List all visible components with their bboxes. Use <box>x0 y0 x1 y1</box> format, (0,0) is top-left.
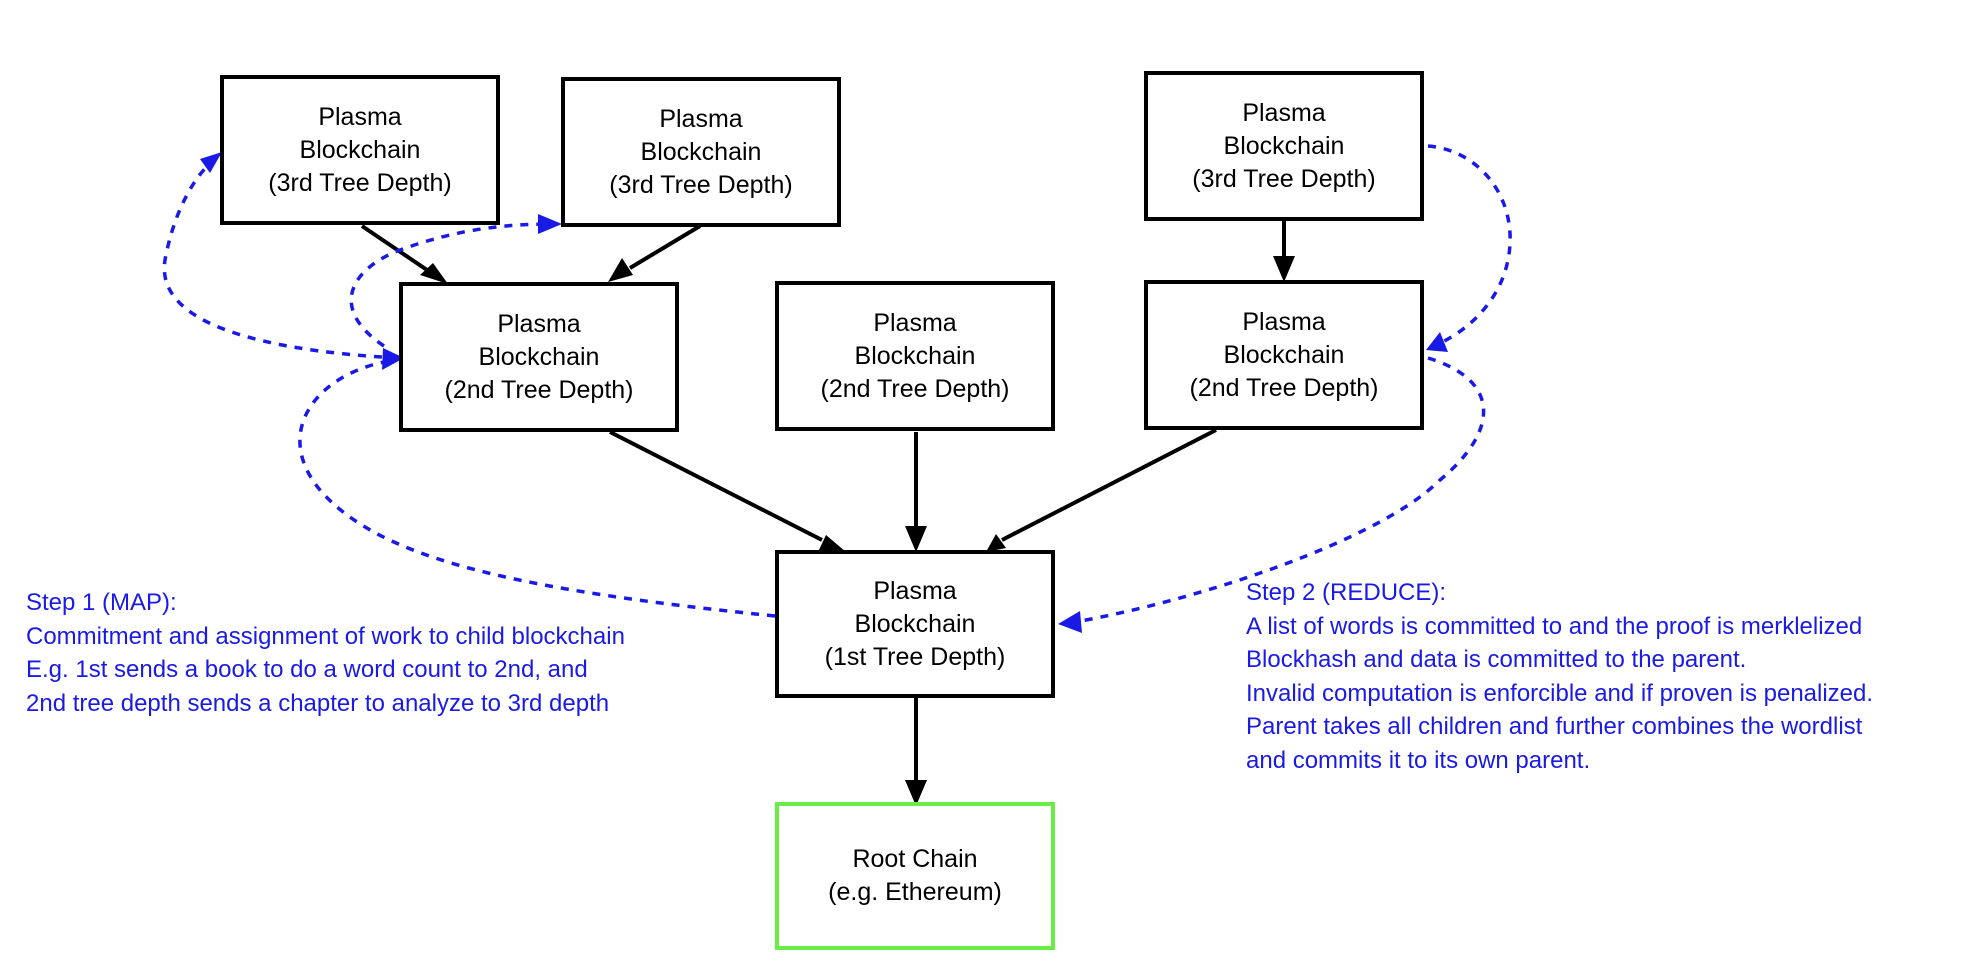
arrowhead-d1 <box>1058 611 1082 633</box>
reduce-d2right-to-d1 <box>1074 356 1486 624</box>
node-label-line2: Blockchain <box>1223 340 1345 369</box>
node-label-line3: (2nd Tree Depth) <box>1189 373 1379 402</box>
node-label-line2: Blockchain <box>1223 131 1345 160</box>
node-label-line1: Plasma <box>1242 307 1326 336</box>
node-label-line3: (3rd Tree Depth) <box>609 170 793 199</box>
arrowhead-d2left-top <box>420 263 448 284</box>
node-plasma-3rd-depth-right: Plasma Blockchain (3rd Tree Depth) <box>1144 71 1424 221</box>
arrowhead-d2left <box>382 348 404 370</box>
node-label-line3: (1st Tree Depth) <box>824 642 1006 671</box>
dashed-edges <box>162 144 1512 624</box>
step2-line: Parent takes all children and further co… <box>1246 713 1863 740</box>
arrowhead-d2left-top-right <box>608 258 633 282</box>
node-label-line1: Root Chain <box>852 845 978 873</box>
map-d2left-to-d3left <box>162 158 399 360</box>
arrowhead-d3middle <box>538 214 562 234</box>
step1-annotation: Step 1 (MAP): Commitment and assignment … <box>26 586 625 720</box>
node-label-line2: Blockchain <box>478 342 600 371</box>
node-plasma-1st-depth: Plasma Blockchain (1st Tree Depth) <box>775 550 1055 698</box>
step2-line: and commits it to its own parent. <box>1246 746 1591 774</box>
map-d2left-to-d3middle <box>349 222 553 348</box>
node-label-line2: Blockchain <box>854 609 976 638</box>
step2-line: A list of words is committed to and the … <box>1246 612 1863 640</box>
node-label-line2: Blockchain <box>299 135 421 164</box>
node-label-line1: Plasma <box>1242 98 1326 127</box>
node-label-line3: (2nd Tree Depth) <box>820 374 1010 403</box>
node-plasma-3rd-depth-left: Plasma Blockchain (3rd Tree Depth) <box>220 75 500 225</box>
step1-line: 2nd tree depth sends a chapter to analyz… <box>26 689 610 717</box>
node-label-line2: Blockchain <box>854 341 976 370</box>
node-plasma-3rd-depth-middle: Plasma Blockchain (3rd Tree Depth) <box>561 77 841 227</box>
edge-d2left-to-d1 <box>609 430 823 542</box>
arrowhead-d2right <box>1426 332 1448 352</box>
edge-d2right-to-d1 <box>1001 428 1217 542</box>
arrowhead-d1-right <box>986 534 1006 552</box>
arrowhead-d2right-top <box>1273 256 1295 282</box>
node-label-line1: Plasma <box>873 576 957 605</box>
arrowhead-d3left <box>200 152 222 173</box>
step1-line: E.g. 1st sends a book to do a word count… <box>26 656 588 683</box>
node-label-line3: (2nd Tree Depth) <box>444 375 634 404</box>
node-plasma-2nd-depth-right: Plasma Blockchain (2nd Tree Depth) <box>1144 280 1424 430</box>
dashed-arrowheads <box>200 152 1448 633</box>
reduce-d3right-to-d2right <box>1427 144 1512 347</box>
node-label-line1: Plasma <box>873 308 957 337</box>
step1-line: Commitment and assignment of work to chi… <box>26 622 625 650</box>
node-plasma-2nd-depth-middle: Plasma Blockchain (2nd Tree Depth) <box>775 281 1055 431</box>
node-label-line1: Plasma <box>497 309 581 338</box>
node-plasma-2nd-depth-left: Plasma Blockchain (2nd Tree Depth) <box>399 282 679 432</box>
edge-d3middle-to-d2left <box>628 224 702 270</box>
solid-arrowheads <box>420 256 1295 806</box>
step2-title: Step 2 (REDUCE): <box>1246 579 1447 606</box>
arrowhead-d1-middle <box>905 526 927 552</box>
node-label-line1: Plasma <box>659 104 743 133</box>
solid-edges <box>360 220 1286 786</box>
arrowhead-root <box>905 780 927 806</box>
edge-d3left-to-d2left <box>360 224 432 274</box>
step2-line: Invalid computation is enforcible and if… <box>1246 679 1874 707</box>
map-d1-to-d2left <box>298 358 776 618</box>
node-label-line3: (3rd Tree Depth) <box>268 168 452 197</box>
node-label-line2: Blockchain <box>640 137 762 166</box>
step2-line: Blockhash and data is committed to the p… <box>1246 646 1747 673</box>
node-label-line2: (e.g. Ethereum) <box>828 878 1002 906</box>
node-root-chain: Root Chain (e.g. Ethereum) <box>775 802 1055 950</box>
node-label-line1: Plasma <box>318 102 402 131</box>
step2-annotation: Step 2 (REDUCE): A list of words is comm… <box>1246 576 1873 777</box>
node-label-line3: (3rd Tree Depth) <box>1192 164 1376 193</box>
step1-title: Step 1 (MAP): <box>26 589 177 616</box>
arrowhead-d1-left <box>818 535 846 552</box>
